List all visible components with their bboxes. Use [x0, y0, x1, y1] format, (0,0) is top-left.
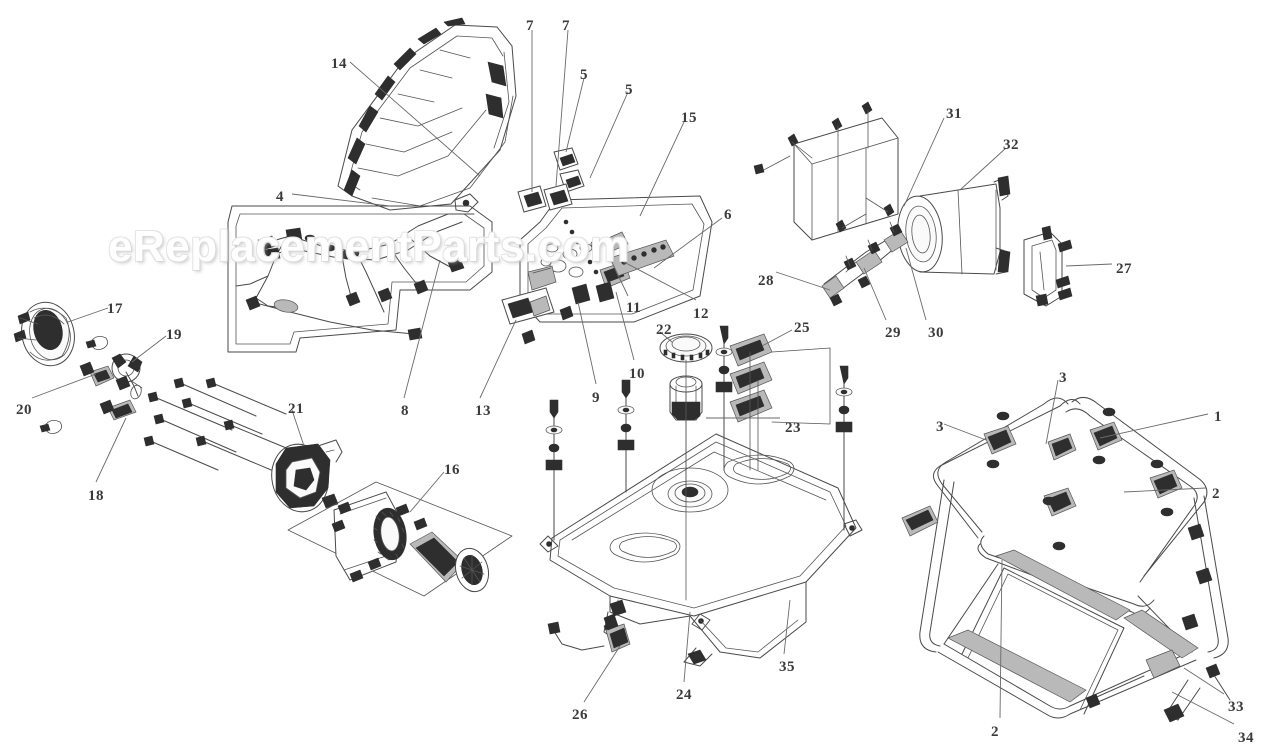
fuel-valve-group [547, 613, 631, 653]
switch-7b [543, 183, 573, 211]
frame-mount-b [1089, 407, 1123, 465]
frame-mount-c [1042, 487, 1077, 551]
frame-mount-a [983, 411, 1017, 469]
callout-30-muffler-gasket: 30 [928, 325, 944, 341]
switch-5a [553, 147, 579, 171]
callout-18-starter-parts: 18 [88, 488, 104, 504]
tank-bolt-columns [545, 325, 853, 601]
heat-shield-group [753, 101, 899, 241]
frame-group [901, 397, 1231, 723]
stator-group [287, 481, 513, 597]
bolt-array [143, 377, 297, 473]
callout-14-engine-cover: 14 [331, 56, 347, 72]
callout-1-frame: 1 [1214, 409, 1222, 425]
tank-hardware-group [729, 333, 831, 425]
callout-11-panel-hardware: 11 [626, 300, 642, 316]
callout-4-wire-harness: 4 [276, 189, 284, 205]
callout-5-switches: 5 [625, 82, 633, 98]
leader-lines [31, 29, 1235, 725]
callout-19-starter-parts: 19 [166, 327, 182, 343]
callout-21-rotor: 21 [288, 401, 304, 417]
rotor-group [271, 439, 343, 513]
callout-32-muffler: 32 [1003, 137, 1019, 153]
wire-harness-group [227, 205, 493, 353]
callout-15-control-panel: 15 [681, 110, 697, 126]
engine-shroud-group [337, 17, 517, 213]
callout-24-fuel-tank: 24 [676, 687, 692, 703]
callout-35-tank-shield: 35 [779, 659, 795, 675]
callout-3-frame-mount: 3 [936, 419, 944, 435]
callout-26-fuel-valve: 26 [572, 707, 588, 723]
switch-7a [517, 185, 547, 213]
callout-31-heat-shield: 31 [946, 106, 962, 122]
frame-mount-d [1149, 459, 1183, 517]
bracket-27-group [1023, 225, 1073, 307]
callout-20-starter-parts: 20 [16, 402, 32, 418]
callout-7-fasteners: 7 [526, 18, 534, 34]
callout-3-frame-mount: 3 [1059, 370, 1067, 386]
control-panel-group [501, 147, 713, 345]
callout-2-frame-mount: 2 [1212, 486, 1220, 502]
callout-2-frame-mount: 2 [991, 724, 999, 740]
callout-16-stator: 16 [444, 462, 460, 478]
muffler-group [897, 175, 1011, 275]
callout-7-fasteners: 7 [562, 18, 570, 34]
callout-23-fuel-filter: 23 [785, 420, 801, 436]
fuel-filter-group [669, 375, 703, 421]
callout-6-control-panel: 6 [724, 207, 732, 223]
exhaust-pipe-group [821, 221, 909, 307]
callout-22-fuel-cap: 22 [656, 322, 672, 338]
callout-13-switch-plate: 13 [475, 403, 491, 419]
recoil-starter-group [13, 301, 75, 367]
callout-33-frame-leg: 33 [1228, 699, 1244, 715]
callout-5-switches: 5 [580, 67, 588, 83]
callout-17-recoil-starter: 17 [107, 301, 123, 317]
callout-12-panel-hardware: 12 [693, 306, 709, 322]
starter-parts-group [39, 336, 297, 473]
fuel-tank-group [539, 433, 863, 667]
callout-27-bracket: 27 [1116, 261, 1132, 277]
fuel-cap-group [659, 333, 713, 363]
callout-25-tank-hardware: 25 [794, 320, 810, 336]
callout-29-exhaust-pipe: 29 [885, 325, 901, 341]
callout-9-panel-hardware: 9 [592, 390, 600, 406]
callout-8-wire-harness: 8 [401, 403, 409, 419]
callout-34-frame-leg: 34 [1238, 730, 1254, 746]
callout-10-panel-hardware: 10 [629, 366, 645, 382]
callout-28-exhaust-pipe: 28 [758, 273, 774, 289]
